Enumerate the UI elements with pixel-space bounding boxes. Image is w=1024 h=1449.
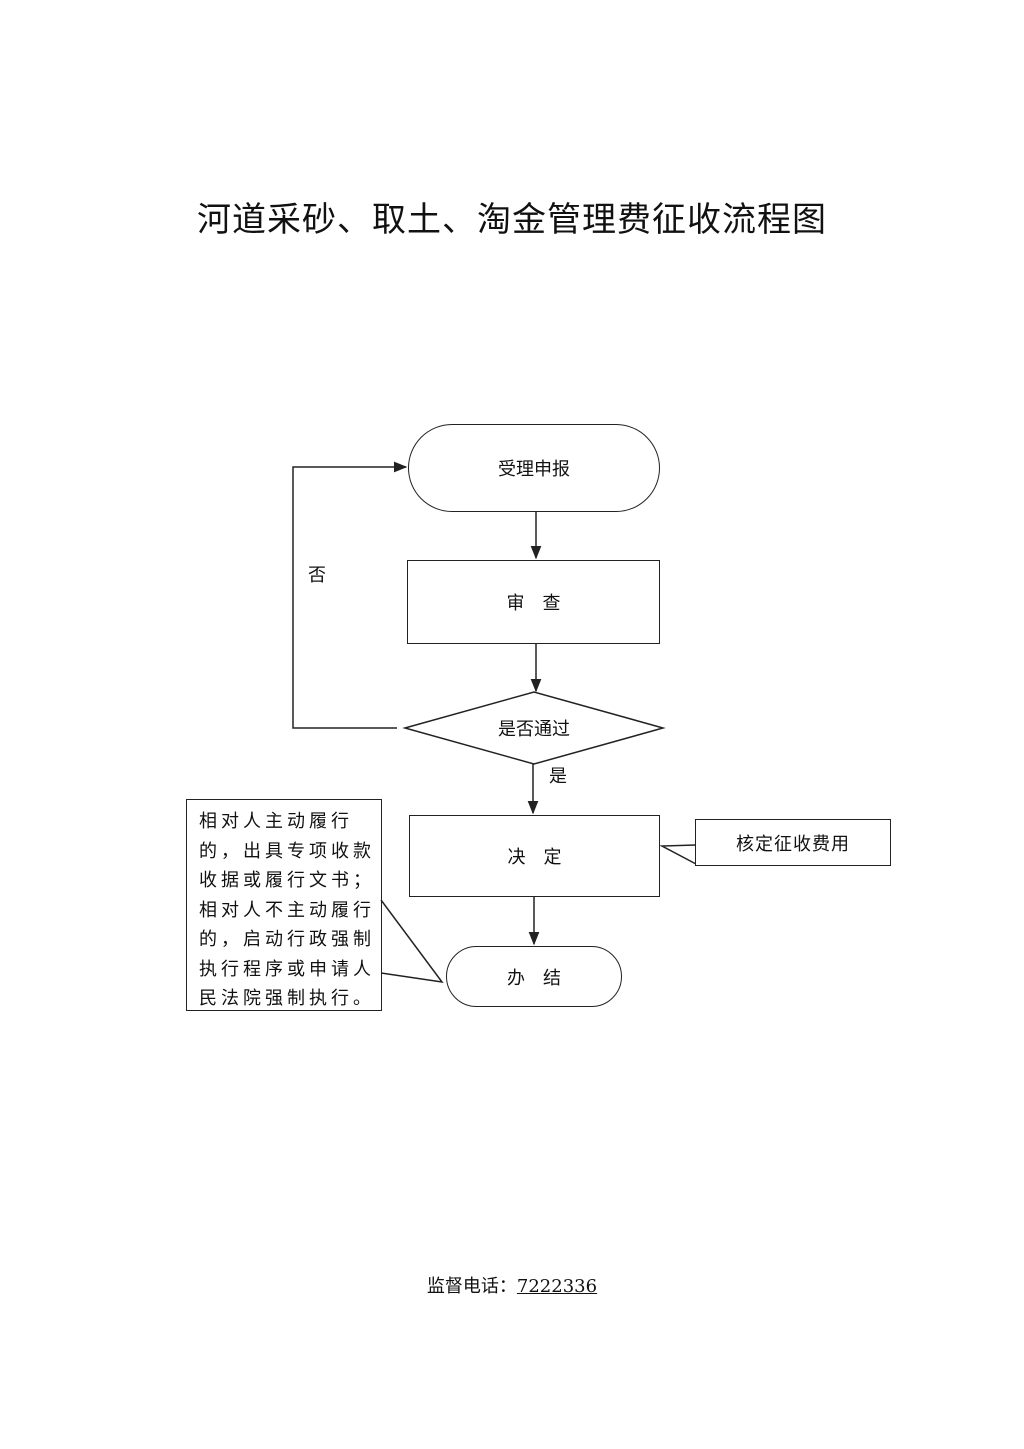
node-finish: 办 结 xyxy=(446,946,622,1007)
fee-callout-pointer xyxy=(659,844,697,865)
node-review: 审 查 xyxy=(407,560,660,644)
arrow-no-loop xyxy=(292,461,408,729)
footer: 监督电话：7222336 xyxy=(0,1272,1024,1298)
footer-label: 监督电话： xyxy=(426,1276,517,1297)
footer-phone: 7222336 xyxy=(516,1276,598,1297)
note-enforcement-text: 相对人主动履行 的，出具专项收款 收据或履行文书； 相对人不主动履行 的，启动行… xyxy=(199,811,375,1009)
page-title: 河道采砂、取土、淘金管理费征收流程图 xyxy=(197,200,827,240)
node-pass-check: 是否通过 xyxy=(498,719,570,740)
note-enforcement-box xyxy=(186,799,382,1011)
edge-label-yes: 是 xyxy=(549,766,567,787)
decision-diamond xyxy=(402,691,666,765)
note-fee: 核定征收费用 xyxy=(695,819,891,866)
enforcement-callout-pointer xyxy=(380,899,444,984)
node-decision: 决 定 xyxy=(409,815,660,897)
edge-label-no: 否 xyxy=(308,565,326,586)
node-accept: 受理申报 xyxy=(408,424,660,512)
